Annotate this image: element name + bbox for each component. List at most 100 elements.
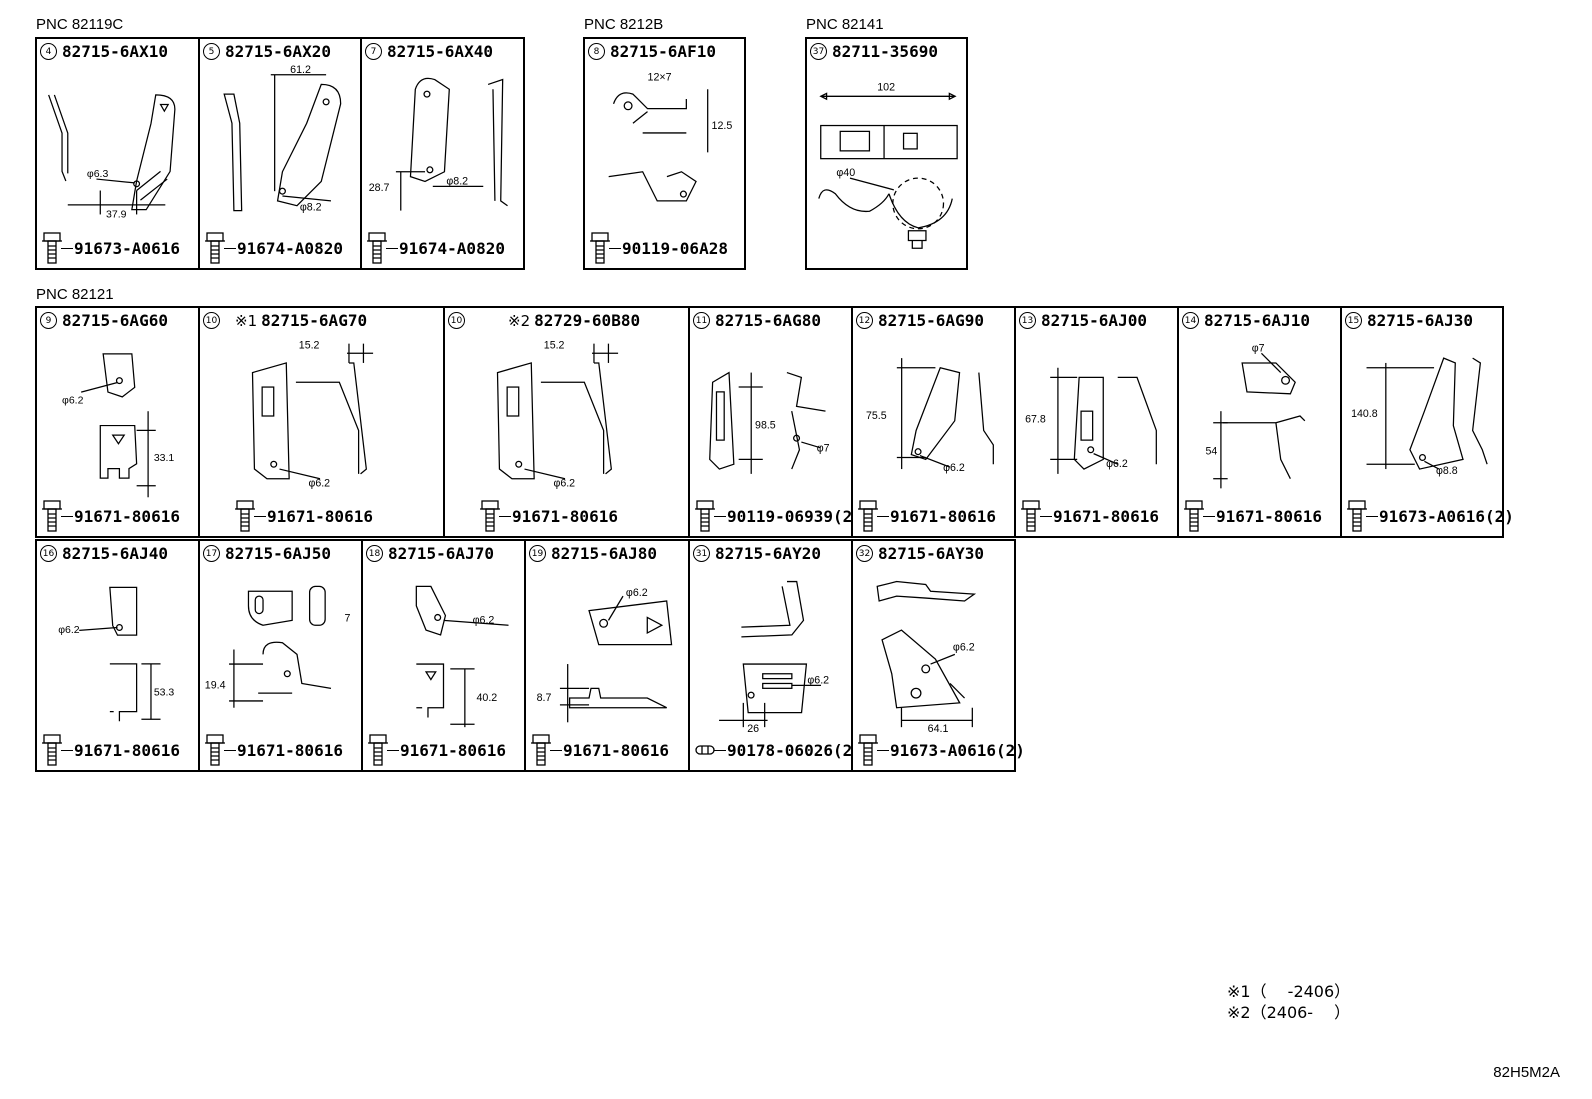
bolt-callout: 90119-06939(2) <box>694 500 862 532</box>
bracket-drawing: 15.2 φ6.2 <box>475 334 684 498</box>
bolt-icon <box>42 734 62 766</box>
part-number: 82715-6AX10 <box>62 42 168 61</box>
dimension-label: φ8.8 <box>1436 465 1458 477</box>
bracket-drawing: 67.8 φ6.2 <box>1020 334 1173 498</box>
bracket-drawing: 61.2 φ8.2 <box>204 64 356 230</box>
part-number: 82715-6AX40 <box>387 42 493 61</box>
ref-number: 32 <box>856 545 873 562</box>
footnote: ※1（ -2406） <box>1227 982 1351 1001</box>
part-number: 82715-6AG80 <box>715 311 821 330</box>
dimension-label: φ6.2 <box>807 674 829 686</box>
bracket-drawing: φ6.3 37.9 <box>41 65 194 230</box>
dimension-label: φ6.2 <box>473 614 495 626</box>
bolt-part-number: 91671-80616 <box>890 506 996 526</box>
dimension-label: φ6.2 <box>62 395 84 407</box>
dimension-label: 8.7 <box>537 692 552 704</box>
bolt-part-number: 91671-80616 <box>74 740 180 760</box>
dimension-label: 75.5 <box>866 410 887 422</box>
bolt-part-number: 91674-A0820 <box>237 238 343 258</box>
bolt-callout: 91671-80616 <box>204 734 343 766</box>
dimension-label: 26 <box>747 723 759 732</box>
part-number: 82715-6AG60 <box>62 311 168 330</box>
diagram-code: 82H5M2A <box>1493 1064 1560 1081</box>
bolt-part-number: 91671-80616 <box>237 740 343 760</box>
dimension-label: φ6.2 <box>943 462 965 474</box>
dimension-label: φ6.3 <box>87 168 109 180</box>
bolt-icon <box>480 500 500 532</box>
dimension-label: φ40 <box>836 167 855 179</box>
ref-number: 11 <box>693 312 710 329</box>
bolt-callout: 91671-80616 <box>530 734 669 766</box>
bracket-drawing: 75.5 φ6.2 <box>857 334 1010 498</box>
bracket-drawing: φ6.2 64.1 <box>857 567 1010 735</box>
dimension-label: 15.2 <box>299 339 320 351</box>
footnote: ※2（2406- ） <box>1227 1003 1351 1022</box>
ref-number: 10 <box>203 312 220 329</box>
bolt-icon <box>235 500 255 532</box>
bracket-drawing: φ7 54 <box>1183 334 1336 498</box>
dimension-label: 64.1 <box>928 723 949 732</box>
part-cell[interactable]: 8 82715-6AF10 12×7 12.5 90119-06A28 <box>583 37 746 270</box>
bracket-drawing: 98.5 φ7 <box>694 334 847 498</box>
note-mark: ※2 <box>508 311 531 330</box>
dimension-label: 19.4 <box>205 679 226 691</box>
clamp-drawing: 102 φ40 <box>811 65 962 264</box>
ref-number: 10 <box>448 312 465 329</box>
bolt-part-number: 91673-A0616(2) <box>1379 506 1514 526</box>
dimension-label: φ6.2 <box>58 624 80 636</box>
bracket-drawing: 12×7 12.5 <box>589 65 740 230</box>
bolt-part-number: 91671-80616 <box>400 740 506 760</box>
bolt-icon <box>1184 500 1204 532</box>
bolt-part-number: 91671-80616 <box>1053 506 1159 526</box>
ref-number: 4 <box>40 43 57 60</box>
bolt-callout: 91673-A0616(2) <box>857 734 1025 766</box>
bolt-icon <box>205 734 225 766</box>
part-cell[interactable]: 11 82715-6AG80 98.5 φ7 90119-06939(2) <box>689 306 862 538</box>
bolt-callout: 91671-80616 <box>41 500 180 532</box>
ref-number: 5 <box>203 43 220 60</box>
dimension-label: 37.9 <box>106 208 127 220</box>
dimension-label: 61.2 <box>290 65 311 76</box>
bolt-part-number: 90178-06026(2) <box>727 740 862 760</box>
bolt-callout: 91671-80616 <box>1020 500 1159 532</box>
bolt-callout: 91674-A0820 <box>204 232 343 264</box>
ref-number: 15 <box>1345 312 1362 329</box>
part-number: 82715-6AJ40 <box>62 544 168 563</box>
part-number: 82715-6AJ70 <box>388 544 494 563</box>
bolt-callout: 90119-06A28 <box>589 232 728 264</box>
dimension-label: φ6.2 <box>1106 458 1128 470</box>
bolt-icon <box>368 734 388 766</box>
bolt-callout: 91671-80616 <box>41 734 180 766</box>
part-number: 82715-6AJ50 <box>225 544 331 563</box>
bolt-icon <box>695 500 715 532</box>
bracket-drawing: 28.7 φ8.2 <box>366 65 519 230</box>
ref-number: 8 <box>588 43 605 60</box>
bolt-part-number: 90119-06A28 <box>622 238 728 258</box>
bolt-icon <box>858 734 878 766</box>
part-number: 82715-6AF10 <box>610 42 716 61</box>
pnc-label-82119c: PNC 82119C <box>36 16 124 33</box>
dimension-label: φ8.2 <box>446 175 468 187</box>
note-mark: ※1 <box>235 311 258 330</box>
dimension-label: 140.8 <box>1351 408 1378 420</box>
dimension-label: 7 <box>345 612 351 624</box>
bolt-icon <box>531 734 551 766</box>
dimension-label: 67.8 <box>1025 414 1046 426</box>
